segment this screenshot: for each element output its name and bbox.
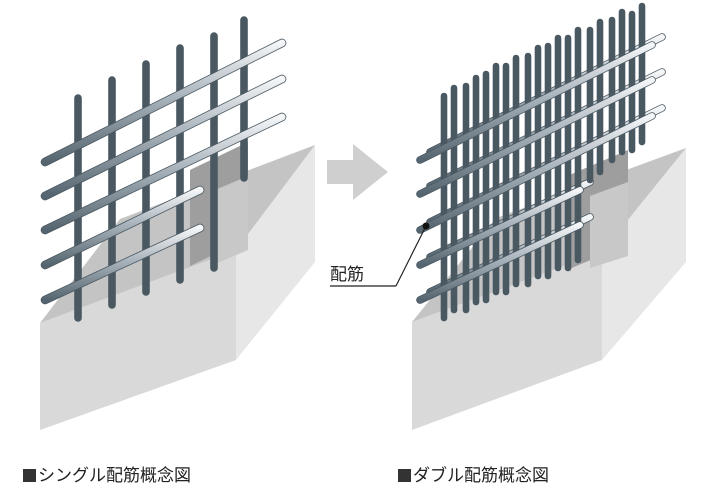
single-rebar-grid <box>40 16 287 322</box>
double-front-horizontal-bar <box>417 113 655 233</box>
double-wall-notch-side <box>590 182 628 268</box>
single-reinforcement-diagram <box>40 16 315 430</box>
arrow-right-icon <box>327 144 388 200</box>
black-square-icon <box>398 469 411 482</box>
double-wall-side-face <box>602 148 686 360</box>
rebar-label: 配筋 <box>330 265 364 285</box>
single-horizontal-bar <box>41 113 286 234</box>
double-front-horizontal-bar <box>417 77 655 197</box>
single-wall-side-face <box>236 145 315 360</box>
black-square-icon <box>23 469 36 482</box>
rebar-leader-dot <box>422 222 430 230</box>
single-horizontal-bar <box>41 39 286 166</box>
double-wall-front-face <box>412 252 602 430</box>
single-wall-front-face <box>40 250 236 430</box>
single-horizontal-bar <box>41 75 286 200</box>
rebar-leader-line <box>395 225 427 287</box>
single-reinforcement-caption: シングル配筋概念図 <box>23 466 191 486</box>
single-horizontal-bar <box>41 224 204 304</box>
double-reinforcement-caption: ダブル配筋概念図 <box>398 466 549 486</box>
single-caption-text: シングル配筋概念図 <box>38 466 191 486</box>
double-front-horizontal-bar <box>417 42 655 163</box>
single-wall-notch-side <box>215 176 248 264</box>
double-front-horizontal-bar <box>417 187 583 268</box>
single-horizontal-bar <box>41 186 204 269</box>
double-caption-text: ダブル配筋概念図 <box>413 466 549 486</box>
arrow-shape <box>327 144 388 200</box>
double-reinforcement-diagram <box>412 2 686 430</box>
rebar-callout: 配筋 <box>330 222 430 287</box>
double-front-horizontal-bar <box>417 222 583 303</box>
double-rebar-front-layer <box>416 10 656 322</box>
